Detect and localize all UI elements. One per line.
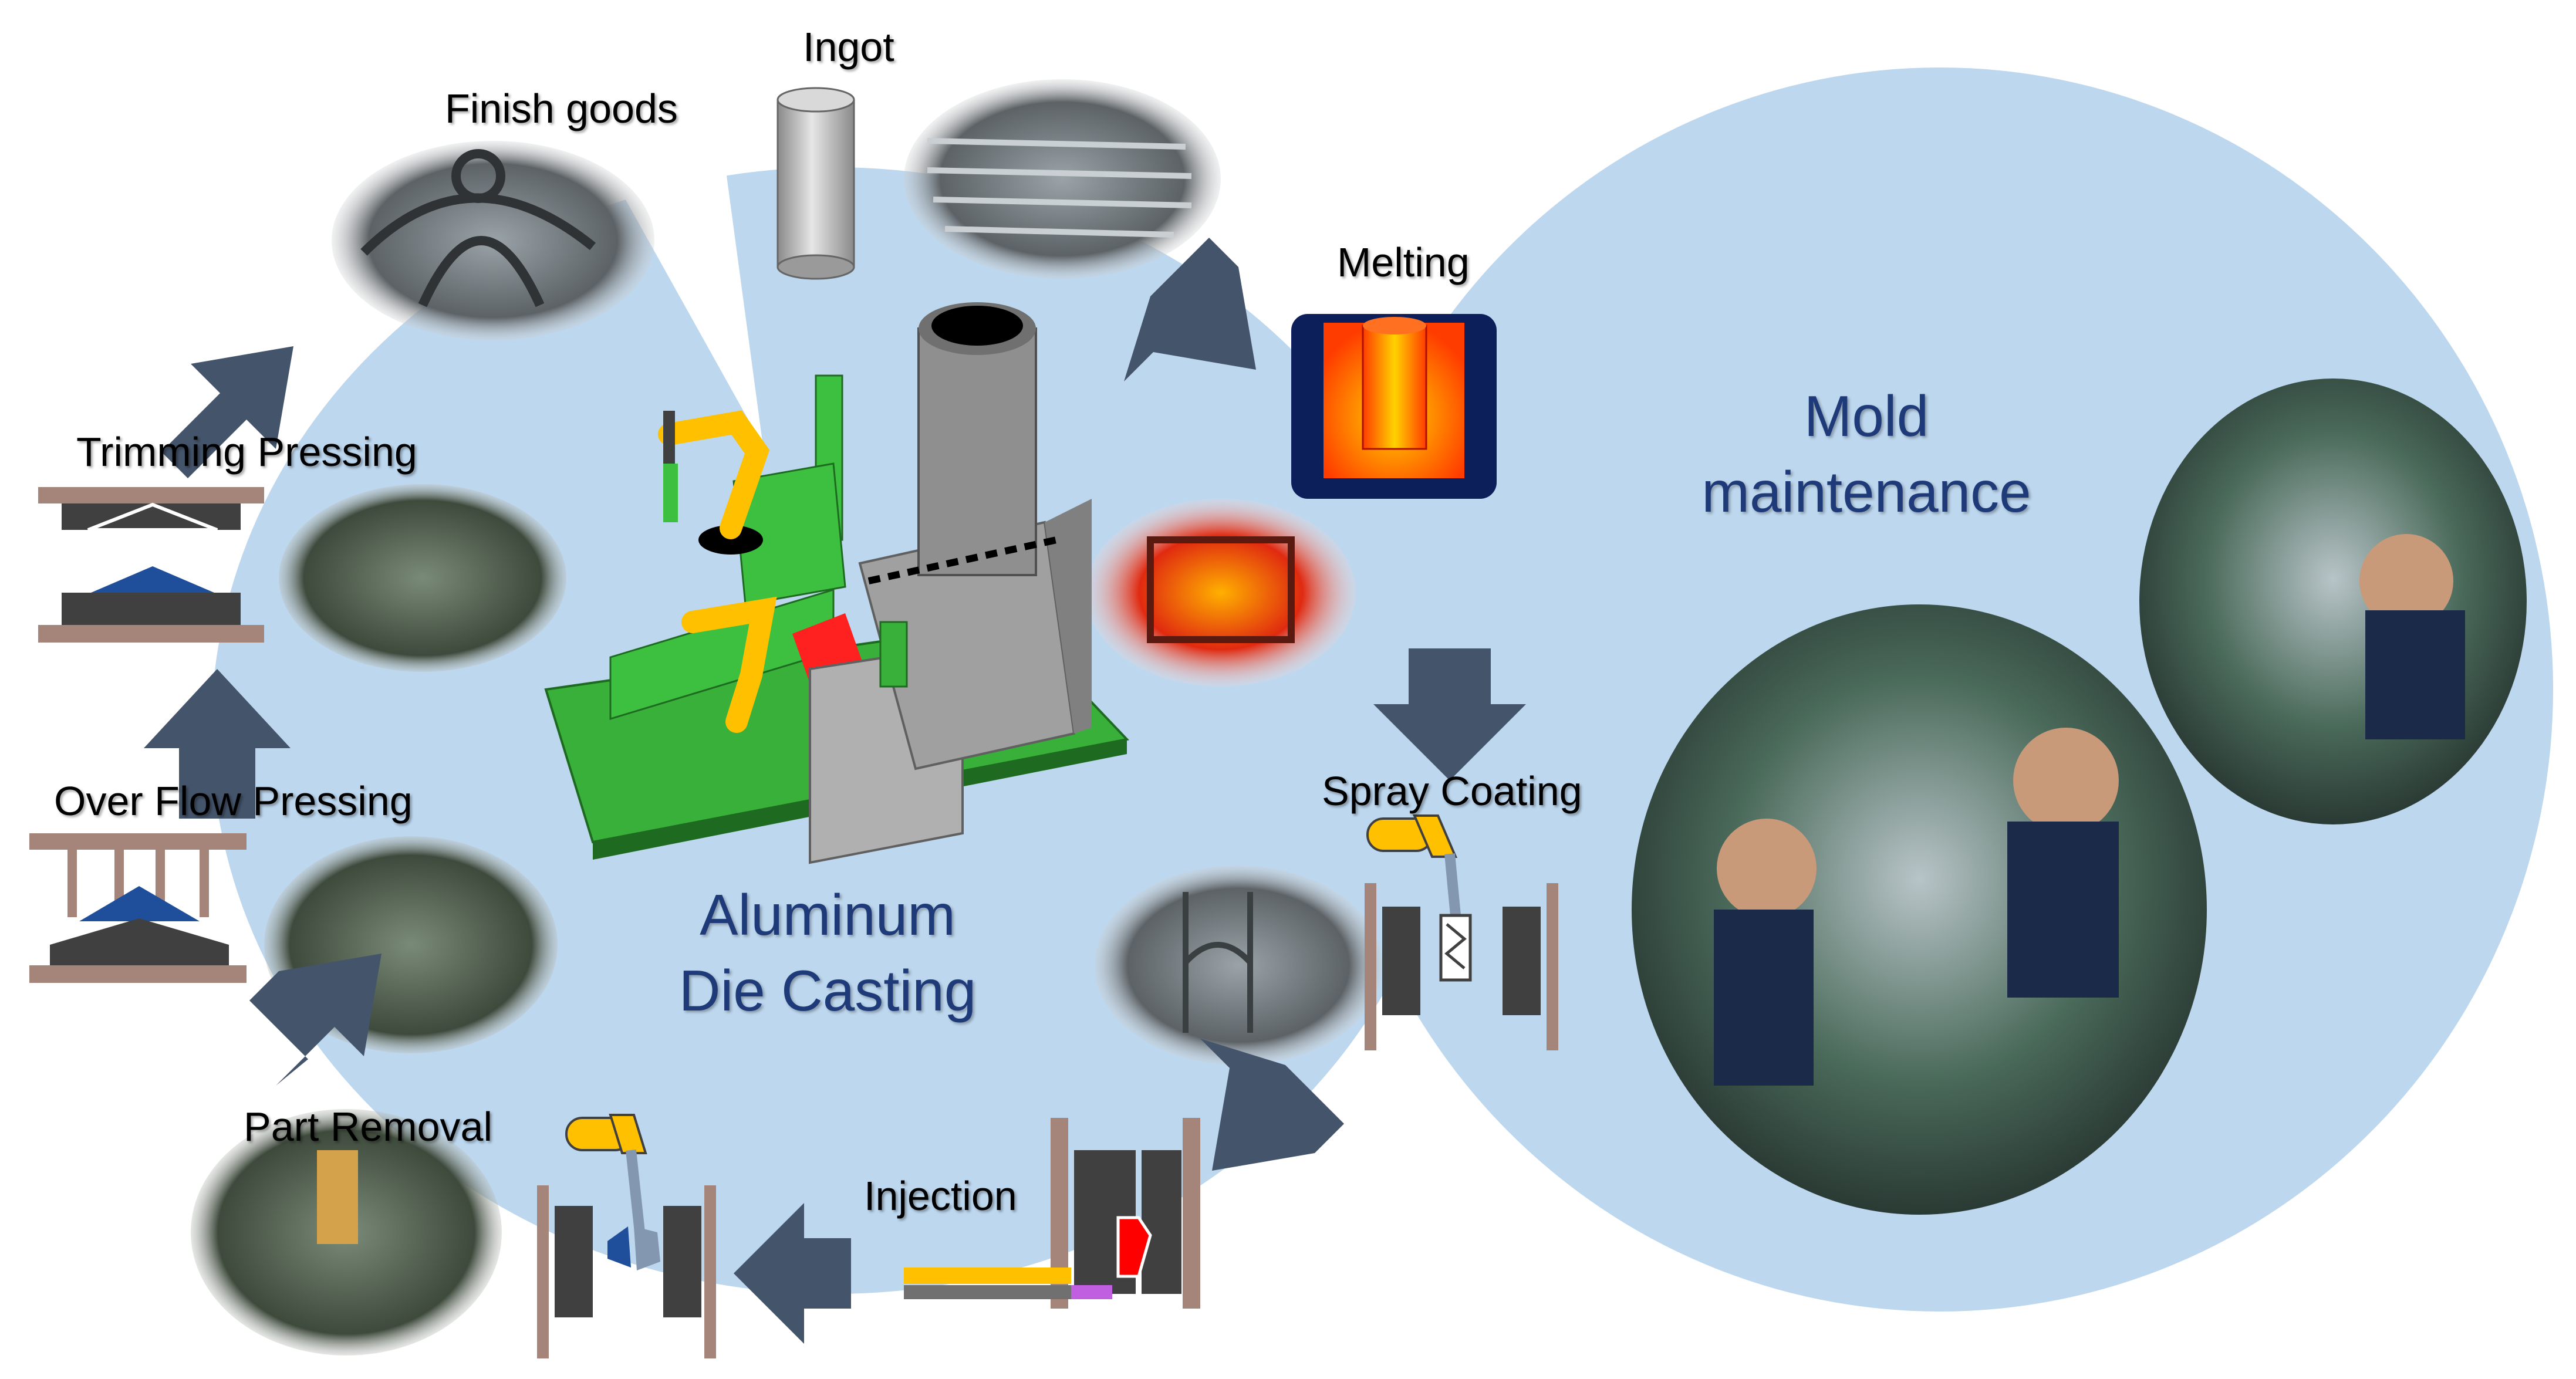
ingot-cylinder-icon — [776, 87, 855, 280]
arrow-icon — [161, 346, 293, 478]
label-ingot: Ingot — [803, 24, 894, 70]
overflow-press-icon — [29, 833, 247, 983]
title-aluminum-die-casting: Aluminum Die Casting — [651, 877, 1004, 1029]
title-line-1: Mold — [1804, 384, 1929, 448]
injection-die-icon — [904, 1118, 1200, 1309]
melting-furnace-icon — [1291, 314, 1497, 499]
spray-robot-icon — [1365, 814, 1558, 1050]
mold-maintenance-photo-1 — [2139, 378, 2527, 824]
title-line-2: Die Casting — [678, 958, 977, 1023]
arrow-icon — [1124, 238, 1256, 381]
ingot-bars — [927, 138, 1192, 238]
title-line-1: Aluminum — [700, 883, 956, 947]
arrow-icon — [144, 669, 291, 819]
label-over-flow-pressing: Over Flow Pressing — [54, 778, 413, 824]
die-casting-machine-icon — [544, 302, 1129, 864]
crucible-rim — [1147, 536, 1295, 643]
trimming-press-photo — [279, 484, 566, 672]
ingot-stack-photo — [904, 79, 1221, 279]
robot-arm-in-photo — [317, 1150, 358, 1244]
arrow-icon — [1373, 648, 1526, 780]
trimming-press-icon — [38, 487, 264, 643]
label-spray-coating: Spray Coating — [1322, 768, 1582, 814]
arrow-icon — [734, 1203, 851, 1344]
part-removal-robot-icon — [537, 1114, 716, 1358]
label-finish-goods: Finish goods — [445, 86, 678, 131]
label-trimming-pressing: Trimming Pressing — [76, 429, 417, 475]
label-melting: Melting — [1337, 239, 1470, 285]
workers-figures — [1714, 534, 2465, 1086]
title-mold-maintenance: Mold maintenance — [1679, 378, 2054, 530]
process-arrows — [144, 238, 1526, 1344]
spray-coating-mold — [1183, 892, 1253, 1033]
title-line-2: maintenance — [1701, 459, 2031, 525]
label-injection: Injection — [864, 1173, 1017, 1219]
arrow-icon — [1200, 1039, 1344, 1171]
arrow-icon — [249, 954, 381, 1086]
spray-coating-photo — [1095, 866, 1382, 1065]
label-part-removal: Part Removal — [244, 1104, 493, 1150]
finish-goods-parts — [360, 149, 596, 307]
molten-metal-photo — [1086, 499, 1356, 687]
